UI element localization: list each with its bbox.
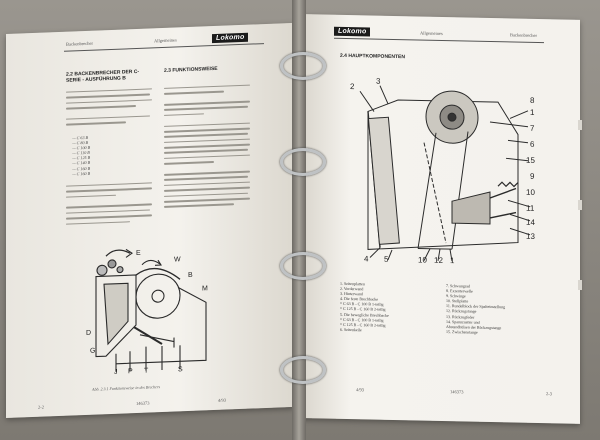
right-header-chapter: Allgemeines bbox=[420, 30, 443, 36]
section-title-jaw-crusher: 2.2 BACKENBRECHER DER C-SERIE - AUSFÜHRU… bbox=[66, 68, 140, 84]
index-tab bbox=[578, 280, 582, 290]
lokomo-logo: Lokomo bbox=[212, 32, 249, 44]
figure-label: W bbox=[174, 256, 181, 263]
section-title-function: 2.3 FUNKTIONSWEISE bbox=[164, 65, 218, 74]
main-components-diagram: 2 3 8 1 7 6 15 9 10 11 14 13 4 5 10 12 1 bbox=[350, 77, 535, 265]
binder-ring bbox=[280, 356, 326, 384]
callout-number: 11 bbox=[526, 204, 535, 213]
revision-date: 4/93 bbox=[218, 397, 227, 403]
paragraph-intro bbox=[66, 84, 154, 129]
left-page: Backenbrecher Allgemeines Lokomo 2.2 BAC… bbox=[6, 22, 294, 418]
callout-number: 2 bbox=[350, 82, 355, 91]
figure-label: E bbox=[136, 250, 141, 257]
callout-number: 6 bbox=[530, 140, 535, 149]
callout-number: 12 bbox=[434, 256, 443, 265]
figure-label: T bbox=[144, 368, 149, 375]
figure-label: S bbox=[178, 366, 183, 373]
model-item: — C 160 B bbox=[72, 170, 91, 177]
page-number: 2-2 bbox=[38, 404, 44, 410]
callout-number: 13 bbox=[526, 232, 535, 241]
binder-spine bbox=[292, 0, 306, 440]
paragraph-models bbox=[66, 178, 154, 228]
callout-number: 8 bbox=[530, 96, 535, 105]
lokomo-logo: Lokomo bbox=[334, 26, 371, 37]
figure-label: D bbox=[86, 330, 91, 337]
figure-label: P bbox=[128, 368, 133, 375]
callout-number: 15 bbox=[526, 156, 535, 165]
revision-date: 4/93 bbox=[356, 387, 365, 393]
left-header-section: Backenbrecher bbox=[66, 40, 93, 47]
binder-ring bbox=[280, 252, 326, 280]
figure-label: G bbox=[90, 348, 95, 355]
callout-number: 10 bbox=[526, 188, 535, 197]
binder-ring bbox=[280, 52, 326, 80]
callout-number: 5 bbox=[384, 255, 389, 264]
callout-number: 9 bbox=[530, 172, 535, 181]
callout-number: 14 bbox=[526, 218, 535, 227]
callout-number: 3 bbox=[376, 77, 381, 86]
left-header-chapter: Allgemeines bbox=[154, 37, 177, 44]
figure-label: J bbox=[114, 369, 117, 376]
right-page: Lokomo Allgemeines Backenbrecher 2.4 HAU… bbox=[300, 14, 580, 424]
component-legend-left: 1. Seitenplatten 2. Vorderwand 3. Hinter… bbox=[340, 281, 389, 333]
callout-number: 4 bbox=[364, 254, 369, 263]
model-list: — C 63 B — C 80 B — C 100 B — C 110 B — … bbox=[72, 135, 90, 176]
index-tab bbox=[578, 120, 582, 130]
header-rule bbox=[64, 43, 264, 52]
figure-label: M bbox=[202, 285, 208, 292]
callout-number: 1 bbox=[450, 256, 455, 265]
callout-number: 7 bbox=[530, 124, 535, 133]
index-tab bbox=[578, 200, 582, 210]
header-rule bbox=[334, 37, 544, 44]
right-header-section: Backenbrecher bbox=[510, 32, 537, 38]
component-legend-right: 7. Schwungrad 8. Exzenterwelle 9. Schwin… bbox=[446, 283, 505, 335]
callout-number: 10 bbox=[418, 255, 427, 264]
figure-caption: Abb. 2.3.1 Funktionsweise in des Brecher… bbox=[92, 384, 161, 392]
page-number: 2-3 bbox=[546, 391, 552, 397]
binder-ring bbox=[280, 148, 326, 176]
section-title-main-components: 2.4 HAUPTKOMPONENTEN bbox=[340, 52, 406, 61]
crusher-function-diagram: E W B M J P T S G D bbox=[86, 248, 208, 376]
figure-label: B bbox=[188, 272, 193, 279]
callout-number: 1 bbox=[530, 108, 535, 117]
document-number: 146373 bbox=[450, 389, 464, 395]
legend-item: 6. Seitenkeile bbox=[340, 326, 362, 333]
document-number: 146373 bbox=[136, 400, 150, 407]
paragraph-function bbox=[164, 81, 252, 212]
